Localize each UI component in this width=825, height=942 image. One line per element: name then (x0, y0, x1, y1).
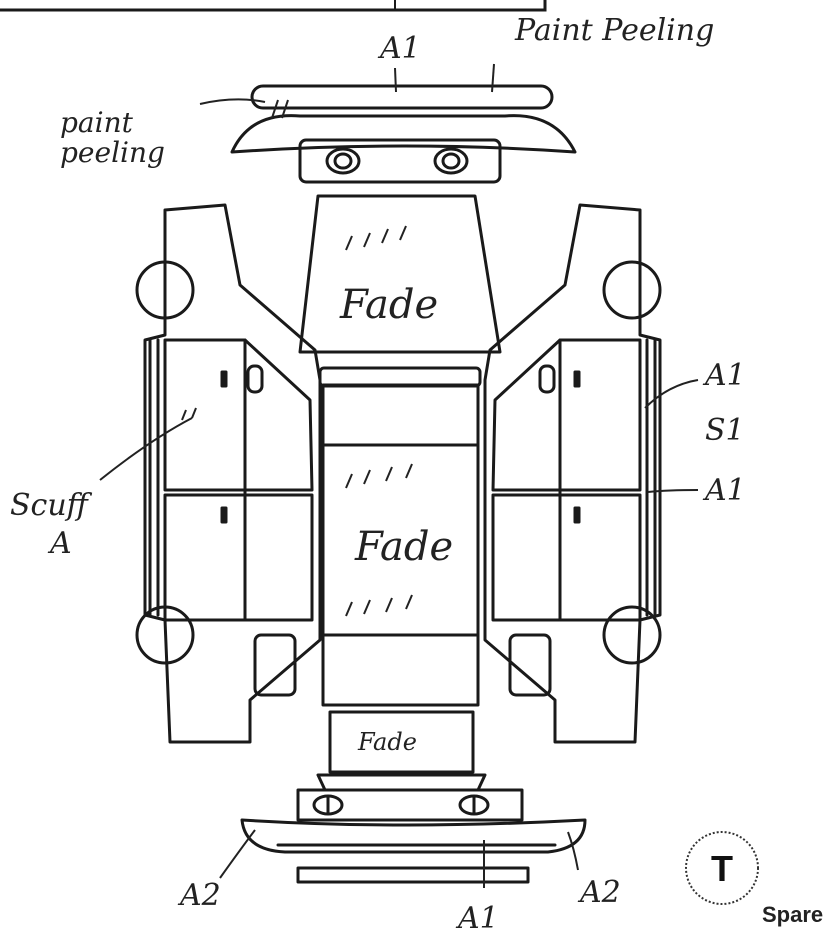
header-box (0, 0, 547, 12)
front-grille (296, 788, 524, 822)
front-plate-strip (296, 866, 530, 884)
left-front-wheel (135, 605, 195, 665)
spare-label: Spare (762, 902, 823, 927)
rear-light-right (433, 147, 469, 175)
front-bumper-left-label: A2 (177, 878, 221, 913)
front-light-left (312, 794, 344, 816)
front-light-right (458, 794, 490, 816)
left-side-body (143, 203, 322, 744)
left-rear-wheel (135, 260, 195, 320)
right-front-door-code: A1 (702, 473, 746, 508)
right-doors (491, 338, 657, 622)
svg-text:T: T (711, 848, 733, 889)
right-rear-wheel (602, 260, 662, 320)
windshield (328, 710, 475, 774)
rear-light-left (325, 147, 361, 175)
right-front-wheel (602, 605, 662, 665)
right-front-lamp (508, 633, 552, 697)
hood-base (316, 773, 487, 792)
rear-bumper-paint-label: Paint Peeling (514, 13, 714, 48)
rear-glass-label: Fade (339, 282, 438, 328)
front-bumper (240, 818, 587, 854)
windshield-label: Fade (357, 728, 417, 756)
spare-tire-icon: T (685, 831, 759, 905)
rear-bumper-code: A1 (377, 31, 421, 66)
right-rear-door-code2: S1 (705, 413, 745, 448)
right-side-body (483, 203, 662, 744)
front-bumper-center-label: A1 (455, 901, 499, 936)
left-doors (148, 338, 314, 622)
front-bumper-right-label: A2 (577, 875, 621, 910)
hatch-marks (99, 63, 699, 888)
right-rear-door-code: A1 (702, 358, 746, 393)
rear-bumper-strip (250, 84, 554, 110)
left-front-lamp (253, 633, 297, 697)
rear-plate (298, 138, 502, 184)
rear-bumper (230, 114, 577, 154)
roof-label: Fade (354, 524, 453, 570)
rear-glass (298, 194, 502, 354)
